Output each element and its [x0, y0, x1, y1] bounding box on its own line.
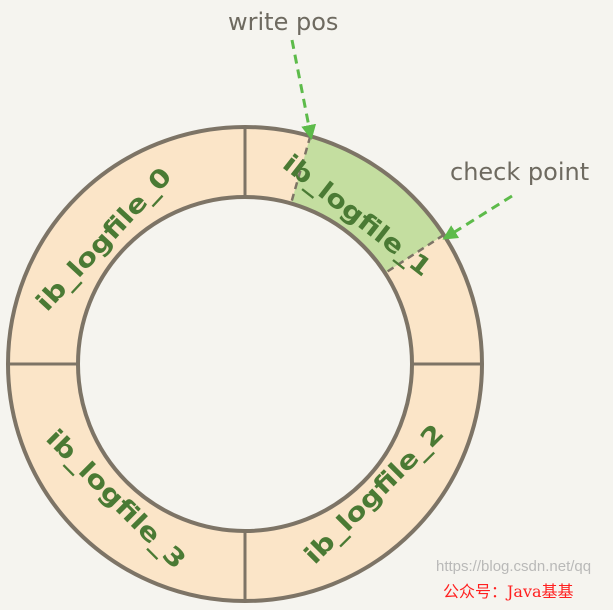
watermark-url: https://blog.csdn.net/qq: [436, 558, 592, 575]
segment-dividers: [8, 128, 482, 600]
watermark-account: 公众号：Java基基: [443, 582, 574, 601]
inner-circle: [76, 195, 414, 533]
check-point-arrow: [442, 194, 513, 240]
check-point-label: check point: [450, 158, 589, 186]
write-pos-label: write pos: [228, 8, 338, 36]
active-region: [291, 136, 444, 273]
write-pos-arrow: [290, 39, 317, 140]
